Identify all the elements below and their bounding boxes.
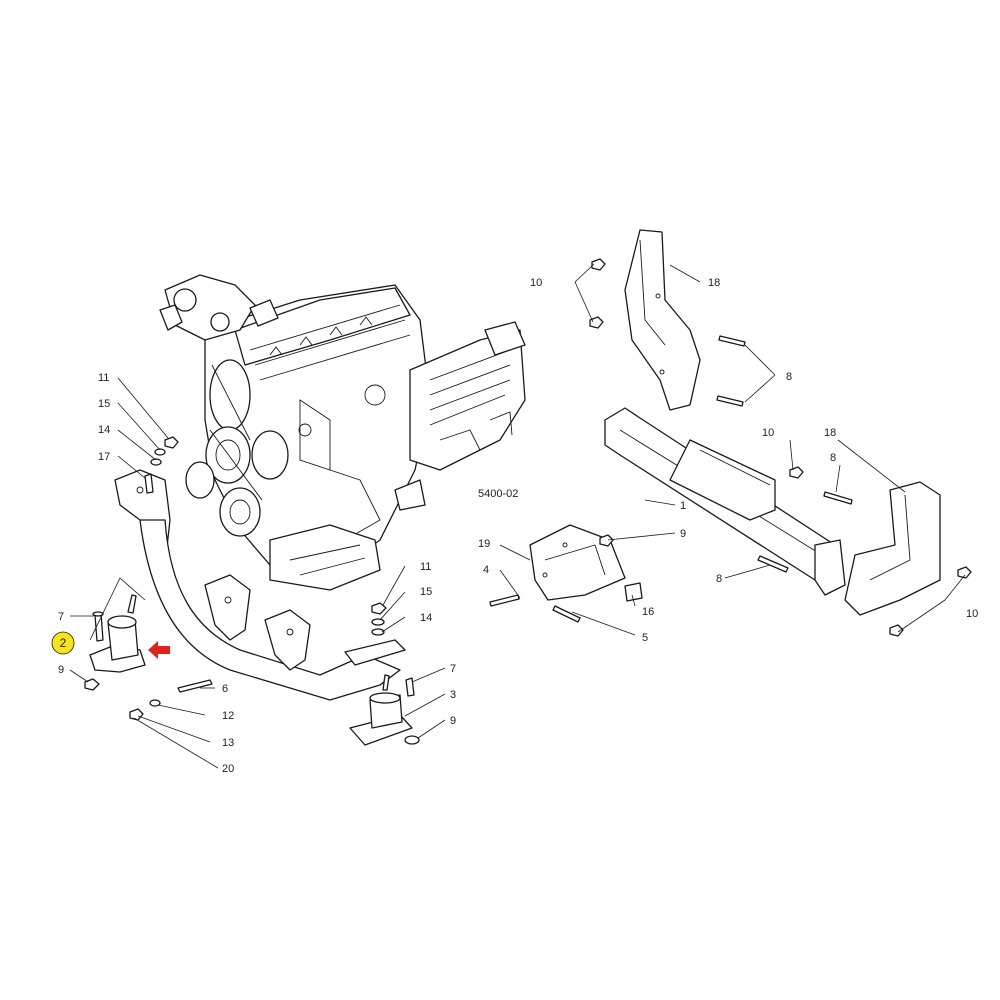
rear-crossmember [604,407,972,637]
callout-15-left: 15 [98,398,110,410]
highlighted-callout: 2 [51,631,75,655]
rear-bracket-upper [589,229,746,411]
engine-mount-right [349,674,413,746]
engine-mount-left [89,594,146,673]
highlight-arrow-icon [148,641,170,659]
callout-10-top: 10 [530,277,542,289]
callout-11-mid: 11 [420,561,431,573]
callout-20: 20 [222,763,234,775]
callout-17: 17 [98,451,110,463]
front-crossmember [114,469,406,701]
callout-11-left: 11 [98,372,109,384]
callout-4: 4 [483,564,489,576]
callout-8-mid: 8 [830,452,836,464]
callout-12: 12 [222,710,234,722]
gearbox-bracket [489,524,643,623]
callout-9-mid: 9 [450,715,456,727]
callout-16: 16 [642,606,654,618]
callout-2: 2 [60,636,67,650]
callout-7-left: 7 [58,611,64,623]
callout-9-left: 9 [58,664,64,676]
callout-19: 19 [478,538,490,550]
callout-18-mid: 18 [824,427,836,439]
callout-labels: 11 15 14 17 7 9 6 12 13 20 11 15 14 7 3 … [58,277,978,775]
callout-8-low: 8 [716,573,722,585]
leader-lines [69,263,966,769]
callout-7-mid: 7 [450,663,456,675]
callout-15-mid: 15 [420,586,432,598]
callout-5: 5 [642,632,648,644]
callout-1: 1 [680,500,686,512]
callout-9-right: 9 [680,528,686,540]
reference-code: 5400-02 [478,488,518,500]
callout-6: 6 [222,683,228,695]
callout-13: 13 [222,737,234,749]
callout-18-top: 18 [708,277,720,289]
engine-assembly [159,274,526,591]
callout-14-left: 14 [98,424,110,436]
fasteners-left [84,436,420,745]
callout-10-low: 10 [966,608,978,620]
highlight-circle [51,631,75,655]
callout-3: 3 [450,689,456,701]
callout-8-top: 8 [786,371,792,383]
callout-10-mid: 10 [762,427,774,439]
callout-14-mid: 14 [420,612,432,624]
